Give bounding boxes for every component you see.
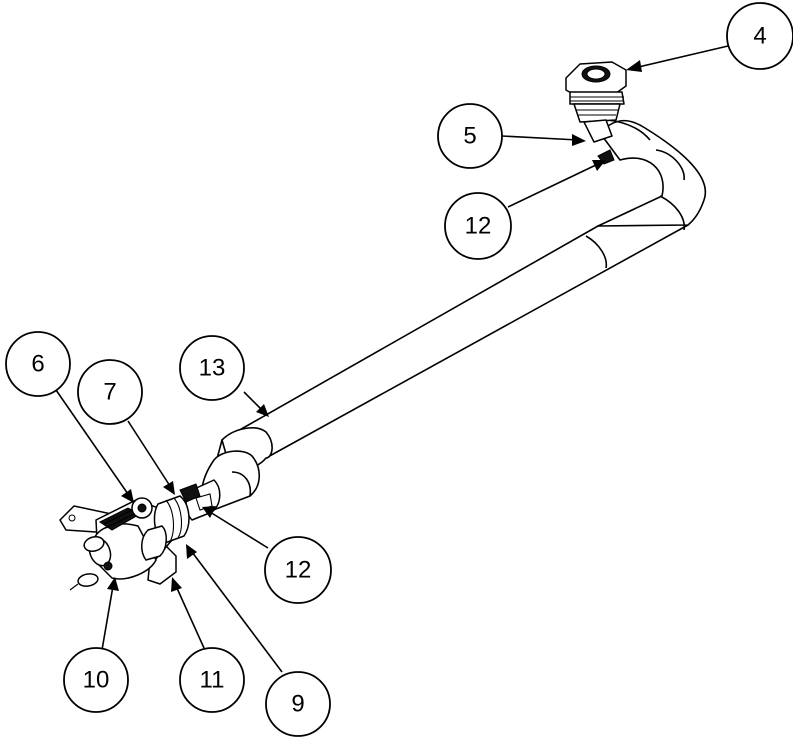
leader-10: [101, 585, 114, 651]
leader-5: [501, 135, 579, 141]
balloon-12-lower: 12: [264, 536, 332, 604]
balloon-label: 6: [31, 351, 44, 378]
valve-assembly: [59, 483, 213, 591]
arrowhead-4: [626, 60, 642, 72]
leader-12-lower: [209, 511, 269, 549]
balloon-7: 7: [77, 359, 143, 425]
arrowhead-6: [121, 489, 134, 503]
balloon-11: 11: [179, 647, 245, 713]
arrowhead-12-upper: [592, 160, 606, 171]
balloon-5: 5: [437, 103, 503, 169]
arrowhead-13: [256, 404, 269, 417]
arrowhead-5: [572, 134, 586, 146]
balloon-13: 13: [179, 335, 245, 401]
balloon-label: 5: [463, 123, 476, 150]
leader-12-upper: [507, 163, 599, 208]
balloon-6: 6: [5, 331, 71, 397]
tube-seam: [655, 149, 685, 181]
fitting-body: [573, 103, 621, 123]
arrowhead-10: [107, 577, 119, 591]
tube-seam: [231, 471, 252, 497]
arrowhead-9: [186, 544, 197, 559]
leader-13: [243, 391, 263, 411]
balloons: 4 5 12 6 7 13 12 10: [5, 2, 793, 737]
arrowhead-12-lower: [202, 506, 216, 518]
balloon-label: 13: [199, 355, 226, 382]
balloon-10: 10: [63, 647, 129, 713]
lower-clamp: [179, 483, 201, 503]
balloon-label: 4: [753, 23, 766, 50]
balloon-label: 11: [200, 667, 225, 694]
leader-7: [127, 420, 171, 487]
bulkhead-fitting: [565, 61, 627, 165]
tube-seam: [659, 195, 685, 231]
arrowhead-7: [163, 481, 175, 495]
lower-ring: [77, 573, 99, 587]
leader-9: [191, 551, 283, 673]
leader-4: [633, 45, 729, 69]
pull-ring: [83, 536, 105, 552]
leader-11: [175, 585, 205, 649]
leader-6: [55, 389, 129, 495]
arrowhead-11: [171, 577, 182, 592]
balloon-label: 12: [465, 213, 492, 240]
leader-lines: [55, 45, 729, 673]
balloon-label: 10: [83, 667, 110, 694]
balloon-label: 9: [291, 691, 304, 718]
balloon-9: 9: [265, 671, 331, 737]
fitting-threads: [569, 91, 625, 105]
balloon-label: 7: [103, 379, 116, 406]
hose-barb: [583, 119, 613, 143]
balloon-12-upper: 12: [444, 192, 512, 260]
upper-elbow-tube: [597, 119, 707, 227]
coupling-nut-2: [141, 525, 167, 561]
tube-seam: [585, 235, 608, 269]
pipe-assembly: [185, 119, 707, 521]
balloon-label: 12: [285, 557, 312, 584]
balloon-4: 4: [726, 2, 793, 70]
